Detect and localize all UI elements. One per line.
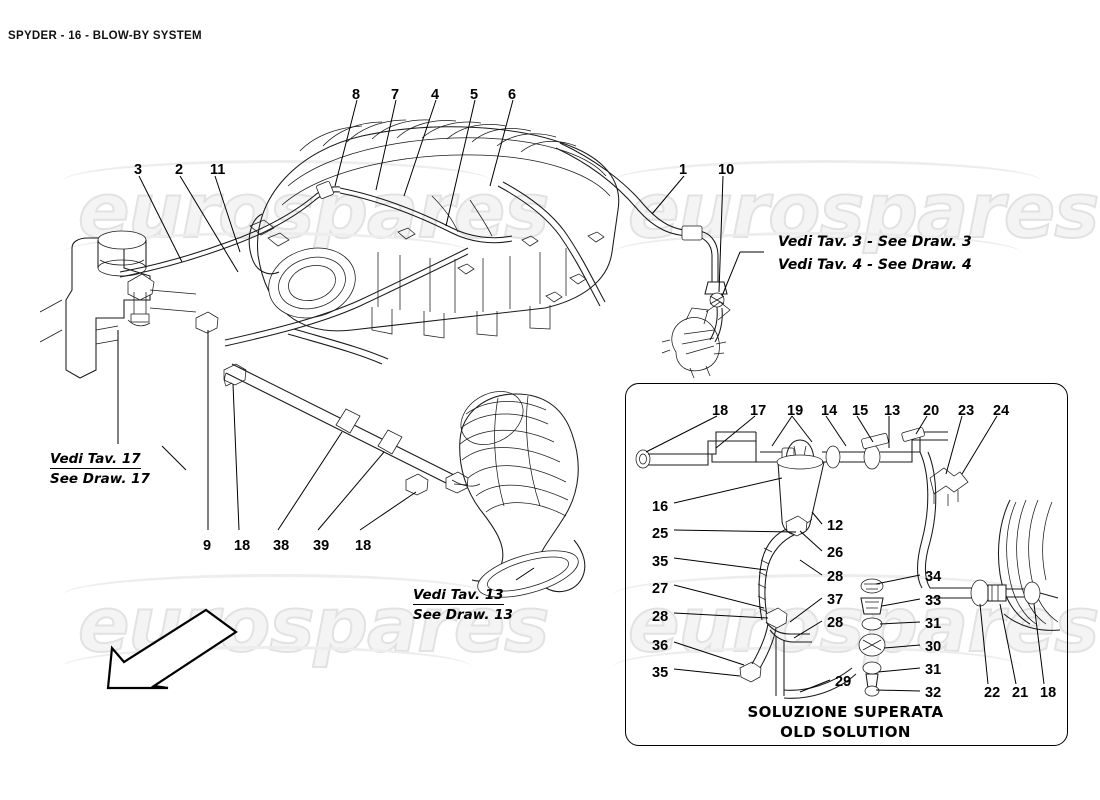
reference-13-english: See Draw. 13 [413,607,513,623]
inset-callout-31-a[interactable]: 31 [925,616,942,632]
caption-italian: SOLUZIONE SUPERATA [747,703,944,721]
inset-callout-14[interactable]: 14 [821,403,838,419]
callout-4[interactable]: 4 [431,87,440,103]
inset-callout-25[interactable]: 25 [652,526,669,542]
inset-callout-29[interactable]: 29 [835,674,852,690]
callout-18-right[interactable]: 18 [355,538,372,554]
inset-callout-30[interactable]: 30 [925,639,942,655]
callout-5[interactable]: 5 [470,87,479,103]
callout-3[interactable]: 3 [134,162,143,178]
blow-by-long-tube [224,363,469,496]
pcv-valve-assembly [661,301,731,379]
callout-38[interactable]: 38 [273,538,290,554]
callout-39[interactable]: 39 [313,538,330,554]
inset-callout-22[interactable]: 22 [984,685,1001,701]
inset-callout-20[interactable]: 20 [923,403,940,419]
inset-callout-28-c[interactable]: 28 [827,615,844,631]
callout-10[interactable]: 10 [718,162,735,178]
reference-see-draw-3[interactable]: Vedi Tav. 3 - See Draw. 3 [778,234,972,250]
left-bracket-assembly [39,230,247,386]
inset-callout-17[interactable]: 17 [750,403,767,419]
watermark-swash [612,160,1042,203]
watermark-swash [62,646,472,689]
inset-callout-26[interactable]: 26 [827,545,844,561]
inset-callout-35-b[interactable]: 35 [652,665,669,681]
page-title: SPYDER - 16 - BLOW-BY SYSTEM [8,30,202,42]
reference-17-english: See Draw. 17 [50,471,150,487]
reference-see-draw-4[interactable]: Vedi Tav. 4 - See Draw. 4 [778,257,972,273]
caption-english: OLD SOLUTION [780,723,911,741]
old-solution-caption: SOLUZIONE SUPERATA OLD SOLUTION [625,703,1066,741]
inset-callout-21[interactable]: 21 [1012,685,1029,701]
air-intake-duct [451,391,586,598]
inset-callout-33[interactable]: 33 [925,593,942,609]
inset-callout-35-a[interactable]: 35 [652,554,669,570]
callout-9[interactable]: 9 [203,538,212,554]
inset-callout-19[interactable]: 19 [787,403,804,419]
inset-callout-34[interactable]: 34 [925,569,942,585]
callout-1[interactable]: 1 [679,162,688,178]
watermark-text: eurospares [77,165,551,256]
watermark-swash [62,232,472,275]
inset-callout-18-b[interactable]: 18 [1040,685,1057,701]
inset-callout-36[interactable]: 36 [652,638,669,654]
inset-callout-13[interactable]: 13 [884,403,901,419]
callout-18-left[interactable]: 18 [234,538,251,554]
callout-2[interactable]: 2 [175,162,184,178]
inset-callout-12[interactable]: 12 [827,518,844,534]
old-solution-box [625,383,1068,746]
inset-callout-31-b[interactable]: 31 [925,662,942,678]
inset-callout-18-a[interactable]: 18 [712,403,729,419]
reference-see-draw-17[interactable]: Vedi Tav. 17 See Draw. 17 [50,450,150,487]
direction-arrow [106,608,238,690]
callout-11[interactable]: 11 [210,162,226,178]
inset-callout-32[interactable]: 32 [925,685,942,701]
inset-callout-27[interactable]: 27 [652,581,669,597]
inset-callout-28-a[interactable]: 28 [652,609,669,625]
callout-6[interactable]: 6 [508,87,517,103]
callout-7[interactable]: 7 [391,87,400,103]
watermark-swash [62,160,492,203]
inset-callout-28-b[interactable]: 28 [827,569,844,585]
inset-callout-15[interactable]: 15 [852,403,869,419]
inset-callout-24[interactable]: 24 [993,403,1010,419]
reference-see-draw-13[interactable]: Vedi Tav. 13 See Draw. 13 [413,586,513,623]
inset-callout-23[interactable]: 23 [958,403,975,419]
intake-manifold-drawing [248,119,620,339]
reference-17-italian: Vedi Tav. 17 [50,451,141,469]
callout-8[interactable]: 8 [352,87,361,103]
inset-callout-16[interactable]: 16 [652,499,669,515]
inset-callout-37[interactable]: 37 [827,592,844,608]
reference-13-italian: Vedi Tav. 13 [413,587,504,605]
